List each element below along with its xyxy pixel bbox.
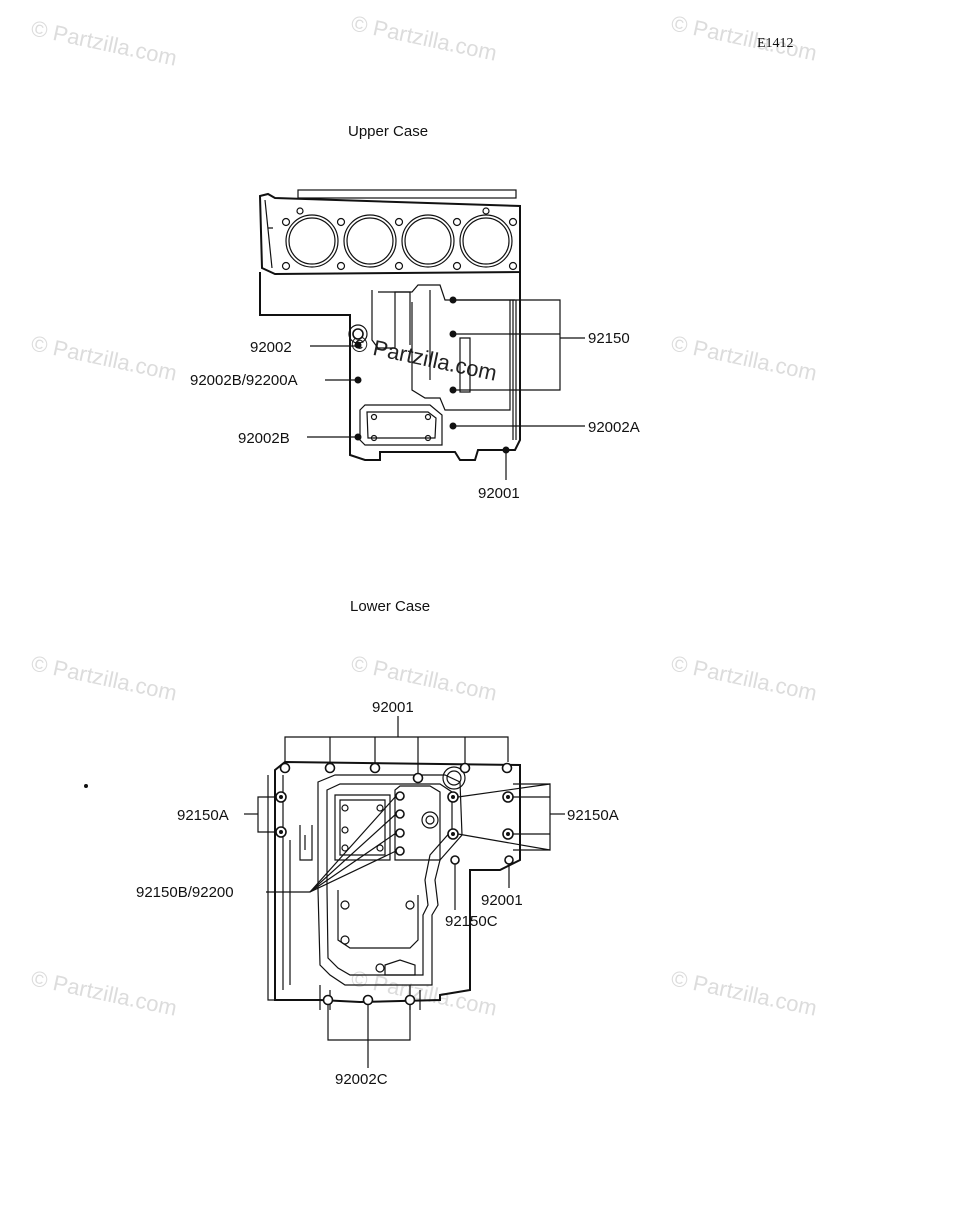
upper-case-drawing xyxy=(258,189,521,461)
watermark: © Partzilla.com xyxy=(349,10,499,65)
upper-case-leaders xyxy=(307,299,585,480)
watermark-layer: © Partzilla.com © Partzilla.com © Partzi… xyxy=(29,10,819,1020)
watermark: © Partzilla.com xyxy=(29,330,179,385)
part-label-92150b-92200: 92150B/92200 xyxy=(136,884,234,901)
lower-case-title: Lower Case xyxy=(350,598,430,615)
part-label-92150a-left: 92150A xyxy=(177,807,229,824)
watermark: © Partzilla.com xyxy=(349,650,499,705)
part-label-92150a-right: 92150A xyxy=(567,807,619,824)
watermark: © Partzilla.com xyxy=(349,965,499,1020)
part-label-92150: 92150 xyxy=(588,330,630,347)
part-label-92002b: 92002B xyxy=(238,430,290,447)
part-label-92150c: 92150C xyxy=(445,913,498,930)
watermark: © Partzilla.com xyxy=(669,10,819,65)
part-label-92002b-92200a: 92002B/92200A xyxy=(190,372,298,389)
part-label-92001: 92001 xyxy=(478,485,520,502)
watermark: © Partzilla.com xyxy=(669,650,819,705)
watermark: © Partzilla.com xyxy=(29,965,179,1020)
watermark: © Partzilla.com xyxy=(29,650,179,705)
part-label-92002a: 92002A xyxy=(588,419,640,436)
lower-case-leaders xyxy=(244,716,565,1068)
watermark: © Partzilla.com xyxy=(669,330,819,385)
page-code: E1412 xyxy=(757,36,794,51)
watermark: © Partzilla.com xyxy=(669,965,819,1020)
part-label-92001-right: 92001 xyxy=(481,892,523,909)
upper-case-title: Upper Case xyxy=(348,123,428,140)
watermark: © Partzilla.com xyxy=(29,15,179,70)
part-label-92002: 92002 xyxy=(250,339,292,356)
part-label-92002c: 92002C xyxy=(335,1071,388,1088)
part-label-92001-top: 92001 xyxy=(372,699,414,716)
